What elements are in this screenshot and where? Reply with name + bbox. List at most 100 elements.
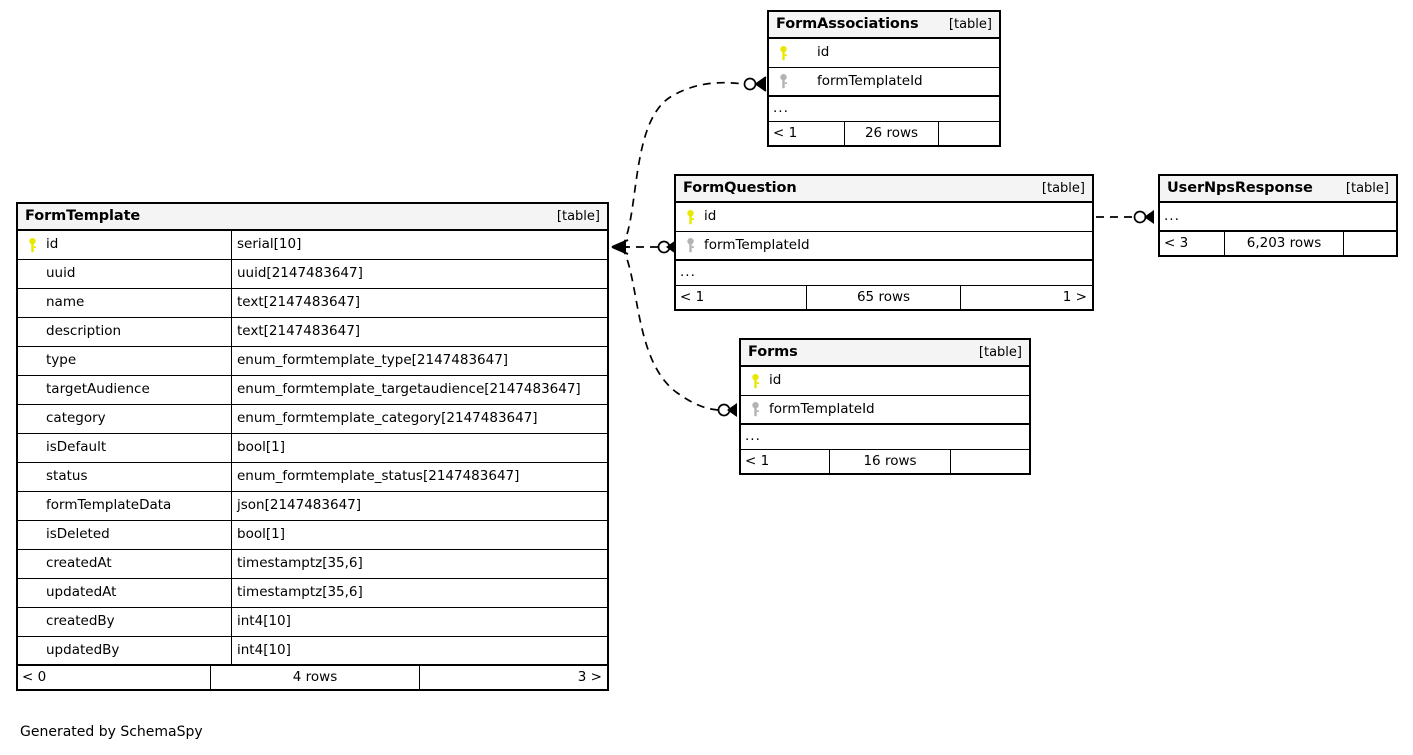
table-row[interactable]: name text[2147483647] [18, 289, 607, 318]
column-name: status [46, 468, 88, 485]
table-row[interactable]: type enum_formtemplate_type[2147483647] [18, 347, 607, 376]
footer-parent-count[interactable]: < 3 [1164, 234, 1189, 251]
column-type-cell: text[2147483647] [231, 318, 607, 346]
column-name: type [46, 352, 77, 369]
table-row[interactable]: targetAudience enum_formtemplate_targeta… [18, 376, 607, 405]
table-row[interactable]: isDefault bool[1] [18, 434, 607, 463]
column-name-cell: description [18, 318, 231, 346]
foreign-key-icon [747, 402, 763, 417]
primary-key-icon [747, 373, 763, 389]
footer-child-count[interactable] [951, 450, 1029, 473]
column-name: id [704, 208, 717, 225]
column-type: timestamptz[35,6] [237, 584, 363, 601]
column-name: formTemplateId [704, 236, 810, 253]
table-row[interactable]: createdBy int4[10] [18, 608, 607, 637]
column-type-cell: timestamptz[35,6] [231, 579, 607, 607]
column-name: isDefault [46, 439, 107, 456]
column-type: enum_formtemplate_status[2147483647] [237, 468, 520, 485]
table-row[interactable]: formTemplateId [769, 68, 999, 97]
footer-child-count[interactable] [939, 122, 999, 145]
table-title: UserNpsResponse [1167, 180, 1313, 197]
column-type: timestamptz[35,6] [237, 555, 363, 572]
table-node-usernpsresponse[interactable]: UserNpsResponse [table] ... < 3 6,203 ro… [1158, 174, 1398, 257]
column-type: json[2147483647] [237, 497, 362, 514]
column-type-cell: uuid[2147483647] [231, 260, 607, 288]
table-footer-formassociations: < 1 26 rows [769, 122, 999, 145]
table-header-forms: Forms [table] [741, 340, 1029, 367]
footer-parent-count[interactable]: < 1 [745, 452, 770, 469]
table-row[interactable]: formTemplateId [741, 396, 1029, 425]
footer-child-count[interactable] [1344, 232, 1396, 255]
table-row[interactable]: id [676, 203, 1092, 232]
column-name: createdBy [46, 613, 115, 630]
table-row[interactable]: updatedAt timestamptz[35,6] [18, 579, 607, 608]
foreign-key-icon [775, 74, 791, 89]
table-footer-formquestion: < 1 65 rows 1 > [676, 286, 1092, 309]
column-name: updatedAt [46, 584, 117, 601]
column-name-cell: targetAudience [18, 376, 231, 404]
generated-by-caption: Generated by SchemaSpy [20, 724, 203, 740]
table-row[interactable]: category enum_formtemplate_category[2147… [18, 405, 607, 434]
table-row[interactable]: id serial[10] [18, 231, 607, 260]
column-name-cell: status [18, 463, 231, 491]
column-type-cell: serial[10] [231, 231, 607, 259]
table-header-formquestion: FormQuestion [table] [676, 176, 1092, 203]
column-type-cell: int4[10] [231, 637, 607, 664]
column-type-cell: enum_formtemplate_targetaudience[2147483… [231, 376, 607, 404]
column-name: formTemplateId [817, 72, 923, 89]
table-row[interactable]: createdAt timestamptz[35,6] [18, 550, 607, 579]
table-type-tag: [table] [1041, 181, 1085, 196]
table-row[interactable]: formTemplateData json[2147483647] [18, 492, 607, 521]
table-row[interactable]: status enum_formtemplate_status[21474836… [18, 463, 607, 492]
column-type-cell: bool[1] [231, 434, 607, 462]
footer-row-count: 65 rows [806, 286, 961, 309]
column-name: id [769, 372, 782, 389]
column-name-cell: id [676, 203, 1092, 231]
column-type: enum_formtemplate_type[2147483647] [237, 352, 509, 369]
footer-parent-count[interactable]: < 1 [773, 124, 798, 141]
column-name: name [46, 294, 85, 311]
column-name: formTemplateId [769, 400, 875, 417]
table-row[interactable]: id [769, 39, 999, 68]
column-type-cell: int4[10] [231, 608, 607, 636]
table-row[interactable]: isDeleted bool[1] [18, 521, 607, 550]
table-type-tag: [table] [948, 17, 992, 32]
table-type-tag: [table] [556, 209, 600, 224]
table-row[interactable]: id [741, 367, 1029, 396]
footer-parent-count[interactable]: < 1 [680, 288, 705, 305]
table-row[interactable]: uuid uuid[2147483647] [18, 260, 607, 289]
table-header-usernpsresponse: UserNpsResponse [table] [1160, 176, 1396, 203]
table-title: FormQuestion [683, 180, 797, 197]
footer-child-count[interactable]: 3 > [577, 668, 602, 685]
table-row[interactable]: description text[2147483647] [18, 318, 607, 347]
table-node-formquestion[interactable]: FormQuestion [table] id formTemplateId .… [674, 174, 1094, 311]
table-row[interactable]: formTemplateId [676, 232, 1092, 261]
column-name: updatedBy [46, 641, 120, 658]
edge-crowsfoot-formtemplate [611, 239, 629, 255]
table-header-formtemplate: FormTemplate [table] [18, 204, 607, 231]
table-node-forms[interactable]: Forms [table] id formTemplateId ... < 1 … [739, 338, 1031, 475]
column-name: id [46, 236, 59, 253]
footer-parent-count[interactable]: < 0 [22, 668, 47, 685]
column-type-cell: enum_formtemplate_type[2147483647] [231, 347, 607, 375]
column-type: bool[1] [237, 526, 285, 543]
column-name-cell: updatedAt [18, 579, 231, 607]
table-header-formassociations: FormAssociations [table] [769, 12, 999, 39]
footer-child-count[interactable]: 1 > [1062, 288, 1087, 305]
column-name-cell: id [18, 231, 231, 259]
primary-key-icon [24, 237, 40, 253]
table-row[interactable]: updatedBy int4[10] [18, 637, 607, 666]
table-title: FormTemplate [25, 208, 141, 225]
table-footer-forms: < 1 16 rows [741, 450, 1029, 473]
table-node-formassociations[interactable]: FormAssociations [table] id formTemplate… [767, 10, 1001, 147]
foreign-key-icon [682, 238, 698, 253]
column-type: serial[10] [237, 236, 302, 253]
table-type-tag: [table] [1345, 181, 1389, 196]
truncated-columns-indicator: ... [1160, 203, 1396, 232]
column-name: isDeleted [46, 526, 110, 543]
table-node-formtemplate[interactable]: FormTemplate [table] id serial[10] uuid … [16, 202, 609, 691]
column-type: bool[1] [237, 439, 285, 456]
column-name-cell: uuid [18, 260, 231, 288]
column-type-cell: json[2147483647] [231, 492, 607, 520]
footer-row-count: 6,203 rows [1224, 232, 1344, 255]
